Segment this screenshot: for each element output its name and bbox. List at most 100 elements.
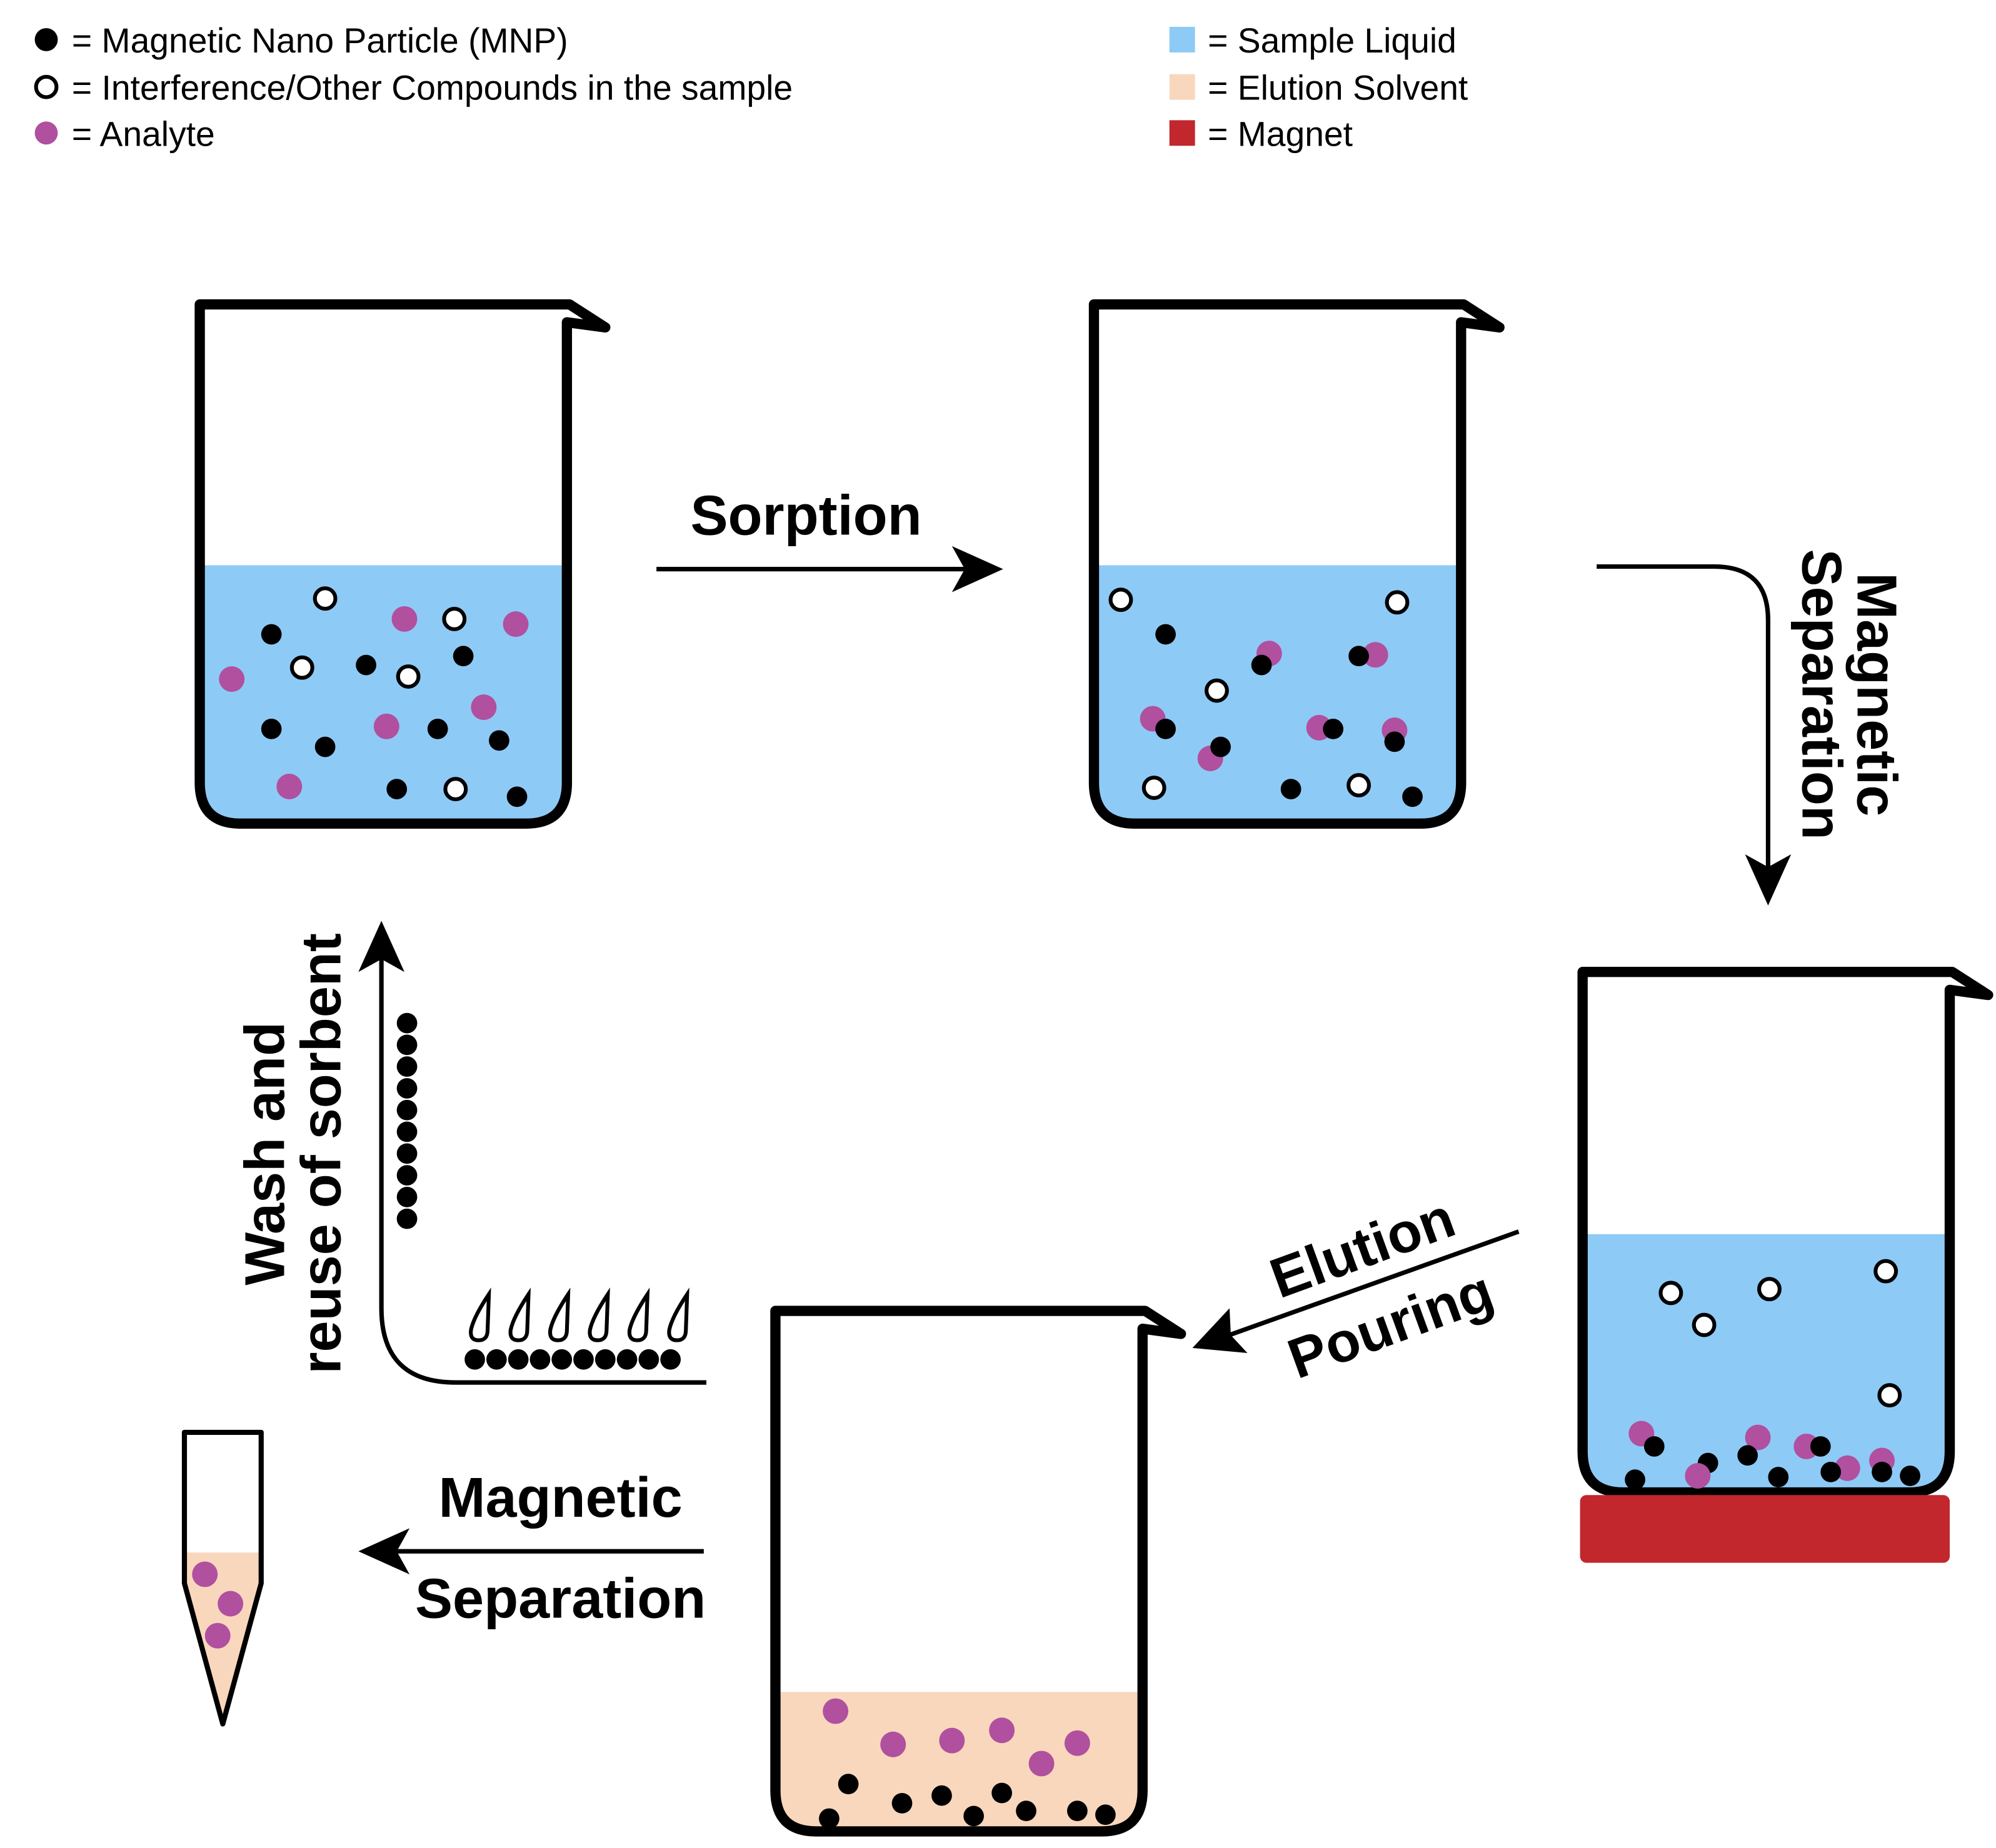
interference-particle [1108, 587, 1133, 612]
interference-particle [1873, 1259, 1898, 1284]
mnp-particle [261, 624, 282, 645]
analyte-particle [219, 666, 245, 692]
sorption-step: Sorption [656, 484, 1003, 592]
droplet-icon [588, 1287, 610, 1342]
mnp-particle [1251, 654, 1272, 676]
legend-elution-solvent-swatch [1169, 74, 1195, 100]
wash-reuse-step: Wash and reuse of sorbent [234, 921, 706, 1385]
mnp-particle [489, 730, 509, 751]
mnp-particle [1067, 1801, 1088, 1822]
mnp-particle [314, 736, 336, 757]
mnp-particle [1095, 1804, 1116, 1826]
magnetic-separation-2-label-line1: Magnetic [439, 1466, 683, 1529]
wash-droplets [469, 1287, 690, 1342]
mnp-particle [396, 1078, 418, 1099]
magnetic-separation-step-1: Magnetic Separation [1597, 549, 1908, 906]
analyte-particle [471, 694, 497, 721]
mnp-particle [1016, 1801, 1036, 1822]
sorption-label: Sorption [691, 484, 922, 547]
magnetic-separation-1-arrow-shaft [1597, 564, 1770, 877]
mnp-particle [396, 1034, 418, 1056]
mnp-particle [1820, 1461, 1842, 1482]
mnp-particle [991, 1782, 1013, 1804]
analyte-particle [204, 1622, 231, 1649]
beaker-elution [770, 1306, 1186, 1837]
legend-magnet-label: = Magnet [1208, 114, 1353, 153]
analyte-particle [823, 1698, 849, 1724]
beaker-2-liquid [1093, 565, 1462, 824]
mnp-particle [261, 719, 282, 739]
legend-interference: = Interference/Other Compounds in the sa… [34, 69, 793, 107]
beaker-on-magnet [1577, 967, 1993, 1563]
mnp-particle [838, 1774, 859, 1795]
interference-particle [1141, 776, 1166, 801]
interference-particle [1204, 678, 1229, 703]
beaker-4-particles [819, 1698, 1116, 1829]
mnp-particle [594, 1349, 616, 1370]
analyte-particle [1685, 1463, 1711, 1489]
mnp-particle [551, 1349, 573, 1370]
interference-particle [1692, 1312, 1717, 1337]
mnp-particle [1810, 1436, 1831, 1457]
mnp-particle [396, 1099, 418, 1121]
magnetic-separation-step-2: Magnetic Separation [358, 1466, 706, 1631]
mnp-particle [1872, 1461, 1892, 1482]
mnp-particle [453, 646, 474, 667]
legend-elution-solvent-label: = Elution Solvent [1208, 69, 1468, 107]
analyte-particle [373, 713, 399, 739]
beaker-2-outline [1088, 299, 1505, 829]
mnp-particle [486, 1349, 507, 1370]
analyte-particle [939, 1727, 965, 1754]
reused-mnp-column [396, 1012, 418, 1229]
analyte-particle [880, 1731, 906, 1757]
interference-particle [289, 655, 314, 680]
legend-interference-swatch [34, 74, 59, 99]
wash-label-line2: reuse of sorbent [290, 933, 353, 1374]
droplet-icon [627, 1287, 650, 1342]
interference-particle [396, 664, 421, 689]
droplet-icon [508, 1287, 531, 1342]
magnetic-separation-1-label-line2: Separation [1790, 549, 1853, 840]
mnp-particle [427, 719, 448, 739]
analyte-particle [218, 1591, 244, 1617]
mnp-particle [573, 1349, 594, 1370]
mnp-particle [1625, 1469, 1645, 1491]
mnp-particle [506, 786, 528, 807]
analyte-particle [276, 774, 303, 799]
interference-particle [313, 586, 338, 611]
mnp-particle [386, 779, 408, 799]
mnp-particle [396, 1187, 418, 1207]
interference-particle [1757, 1277, 1782, 1302]
magnet [1580, 1495, 1950, 1563]
interference-particle [442, 607, 467, 631]
mnp-particle [1348, 646, 1369, 667]
analyte-particle [1028, 1751, 1055, 1777]
mnp-particle [396, 1012, 418, 1034]
collection-tube [181, 1429, 264, 1727]
beaker-1-particles [219, 586, 529, 807]
beaker-initial-sample [194, 299, 611, 829]
beaker-3-outline [1577, 967, 1993, 1498]
legend-analyte: = Analyte [34, 114, 215, 153]
elution-arrow-head [1192, 1308, 1248, 1354]
legend-mnp-swatch [34, 28, 58, 51]
mnp-particle [1402, 786, 1423, 807]
wash-arrow-head [358, 921, 404, 972]
analyte-particle [503, 611, 529, 637]
legend-sample-liquid: = Sample Liquid [1169, 21, 1457, 60]
analyte-particle [192, 1561, 218, 1587]
mnp-particle [1210, 736, 1231, 757]
legend-magnet-swatch [1169, 120, 1195, 146]
mnp-particle [1737, 1445, 1758, 1466]
legend-analyte-swatch [34, 121, 58, 145]
analyte-particle [391, 606, 418, 632]
interference-particle [1347, 773, 1372, 797]
mnp-particle [638, 1349, 659, 1370]
mnp-particle [396, 1056, 418, 1077]
mnp-particle [1384, 731, 1405, 752]
interference-particle [1877, 1383, 1902, 1408]
wash-label-line1: Wash and [234, 1022, 297, 1286]
legend-elution-solvent: = Elution Solvent [1169, 69, 1468, 107]
legend-mnp-label: = Magnetic Nano Particle (MNP) [72, 21, 568, 60]
elution-step: Elution Pouring [1192, 1186, 1520, 1391]
